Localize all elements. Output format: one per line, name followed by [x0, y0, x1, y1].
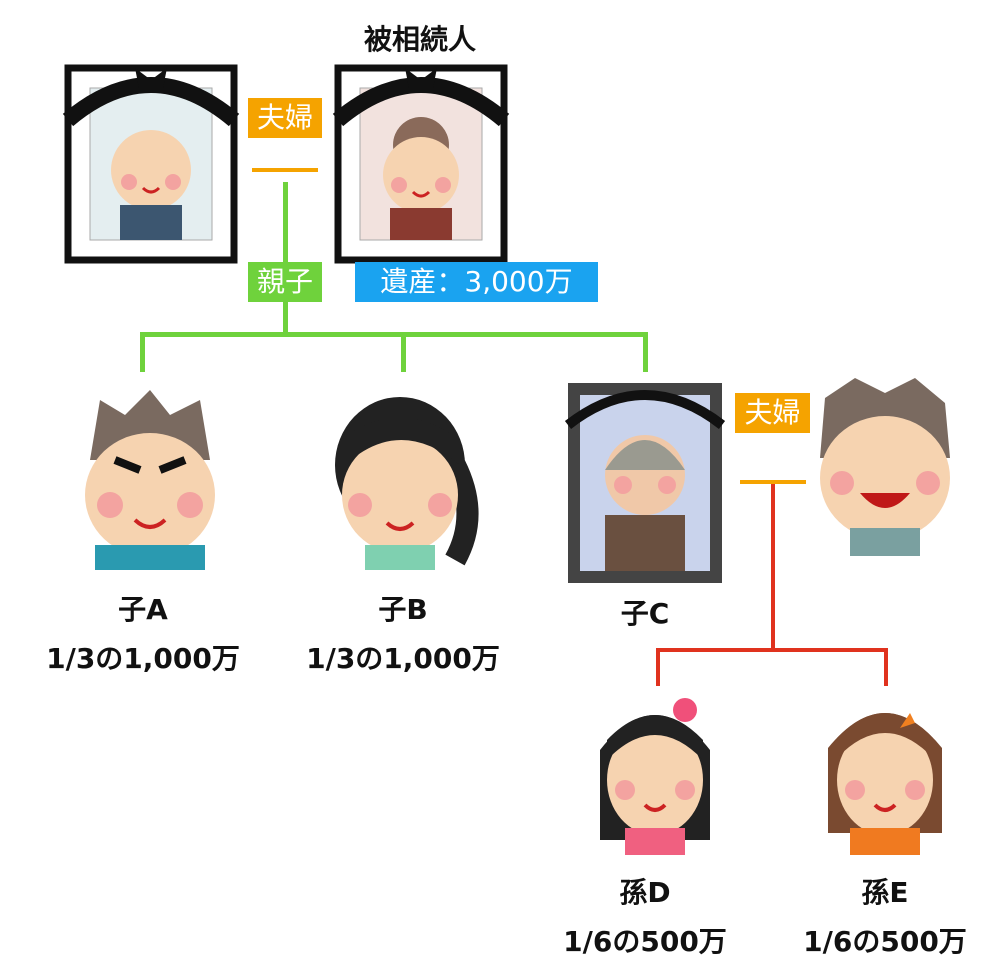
branch-c: [643, 332, 648, 372]
branch-d: [656, 648, 660, 686]
spouse-line-top: [252, 168, 318, 172]
spouse-tag-top: 夫婦: [248, 98, 322, 138]
decedent-label: 被相続人: [363, 23, 476, 56]
child-b-name: 子B: [378, 593, 428, 626]
grandchild-d-name: 孫D: [619, 876, 671, 909]
deceased-grandfather-portrait: [62, 64, 240, 264]
parent-child-tag: 親子: [248, 262, 322, 302]
child-a-share: 1/3の1,000万: [46, 642, 240, 675]
spouse-line-c: [740, 480, 806, 484]
child-c-name: 子C: [620, 597, 670, 630]
spouse-tag-c: 夫婦: [735, 393, 810, 433]
grandchild-line-vertical: [771, 484, 775, 652]
estate-tag: 遺産：3,000万: [355, 262, 598, 302]
child-b-share: 1/3の1,000万: [306, 642, 500, 675]
children-branch-line: [140, 332, 648, 337]
child-b-illustration: [335, 397, 479, 570]
grandchild-d-illustration: [600, 698, 710, 855]
child-a-illustration: [85, 390, 215, 570]
grandchild-e-illustration: [828, 713, 942, 855]
grandchild-e-name: 孫E: [861, 876, 909, 909]
child-a-name: 子A: [118, 593, 168, 626]
grandchild-d-share: 1/6の500万: [563, 925, 727, 958]
grandchild-branch-line: [656, 648, 888, 652]
grandchild-e-share: 1/6の500万: [803, 925, 967, 958]
branch-e: [884, 648, 888, 686]
parent-line-vertical: [283, 182, 288, 337]
decedent-grandmother-portrait: [332, 64, 510, 264]
child-c-memorial-portrait: [564, 383, 726, 583]
branch-a: [140, 332, 145, 372]
child-c-spouse-illustration: [820, 378, 950, 556]
branch-b: [401, 332, 406, 372]
